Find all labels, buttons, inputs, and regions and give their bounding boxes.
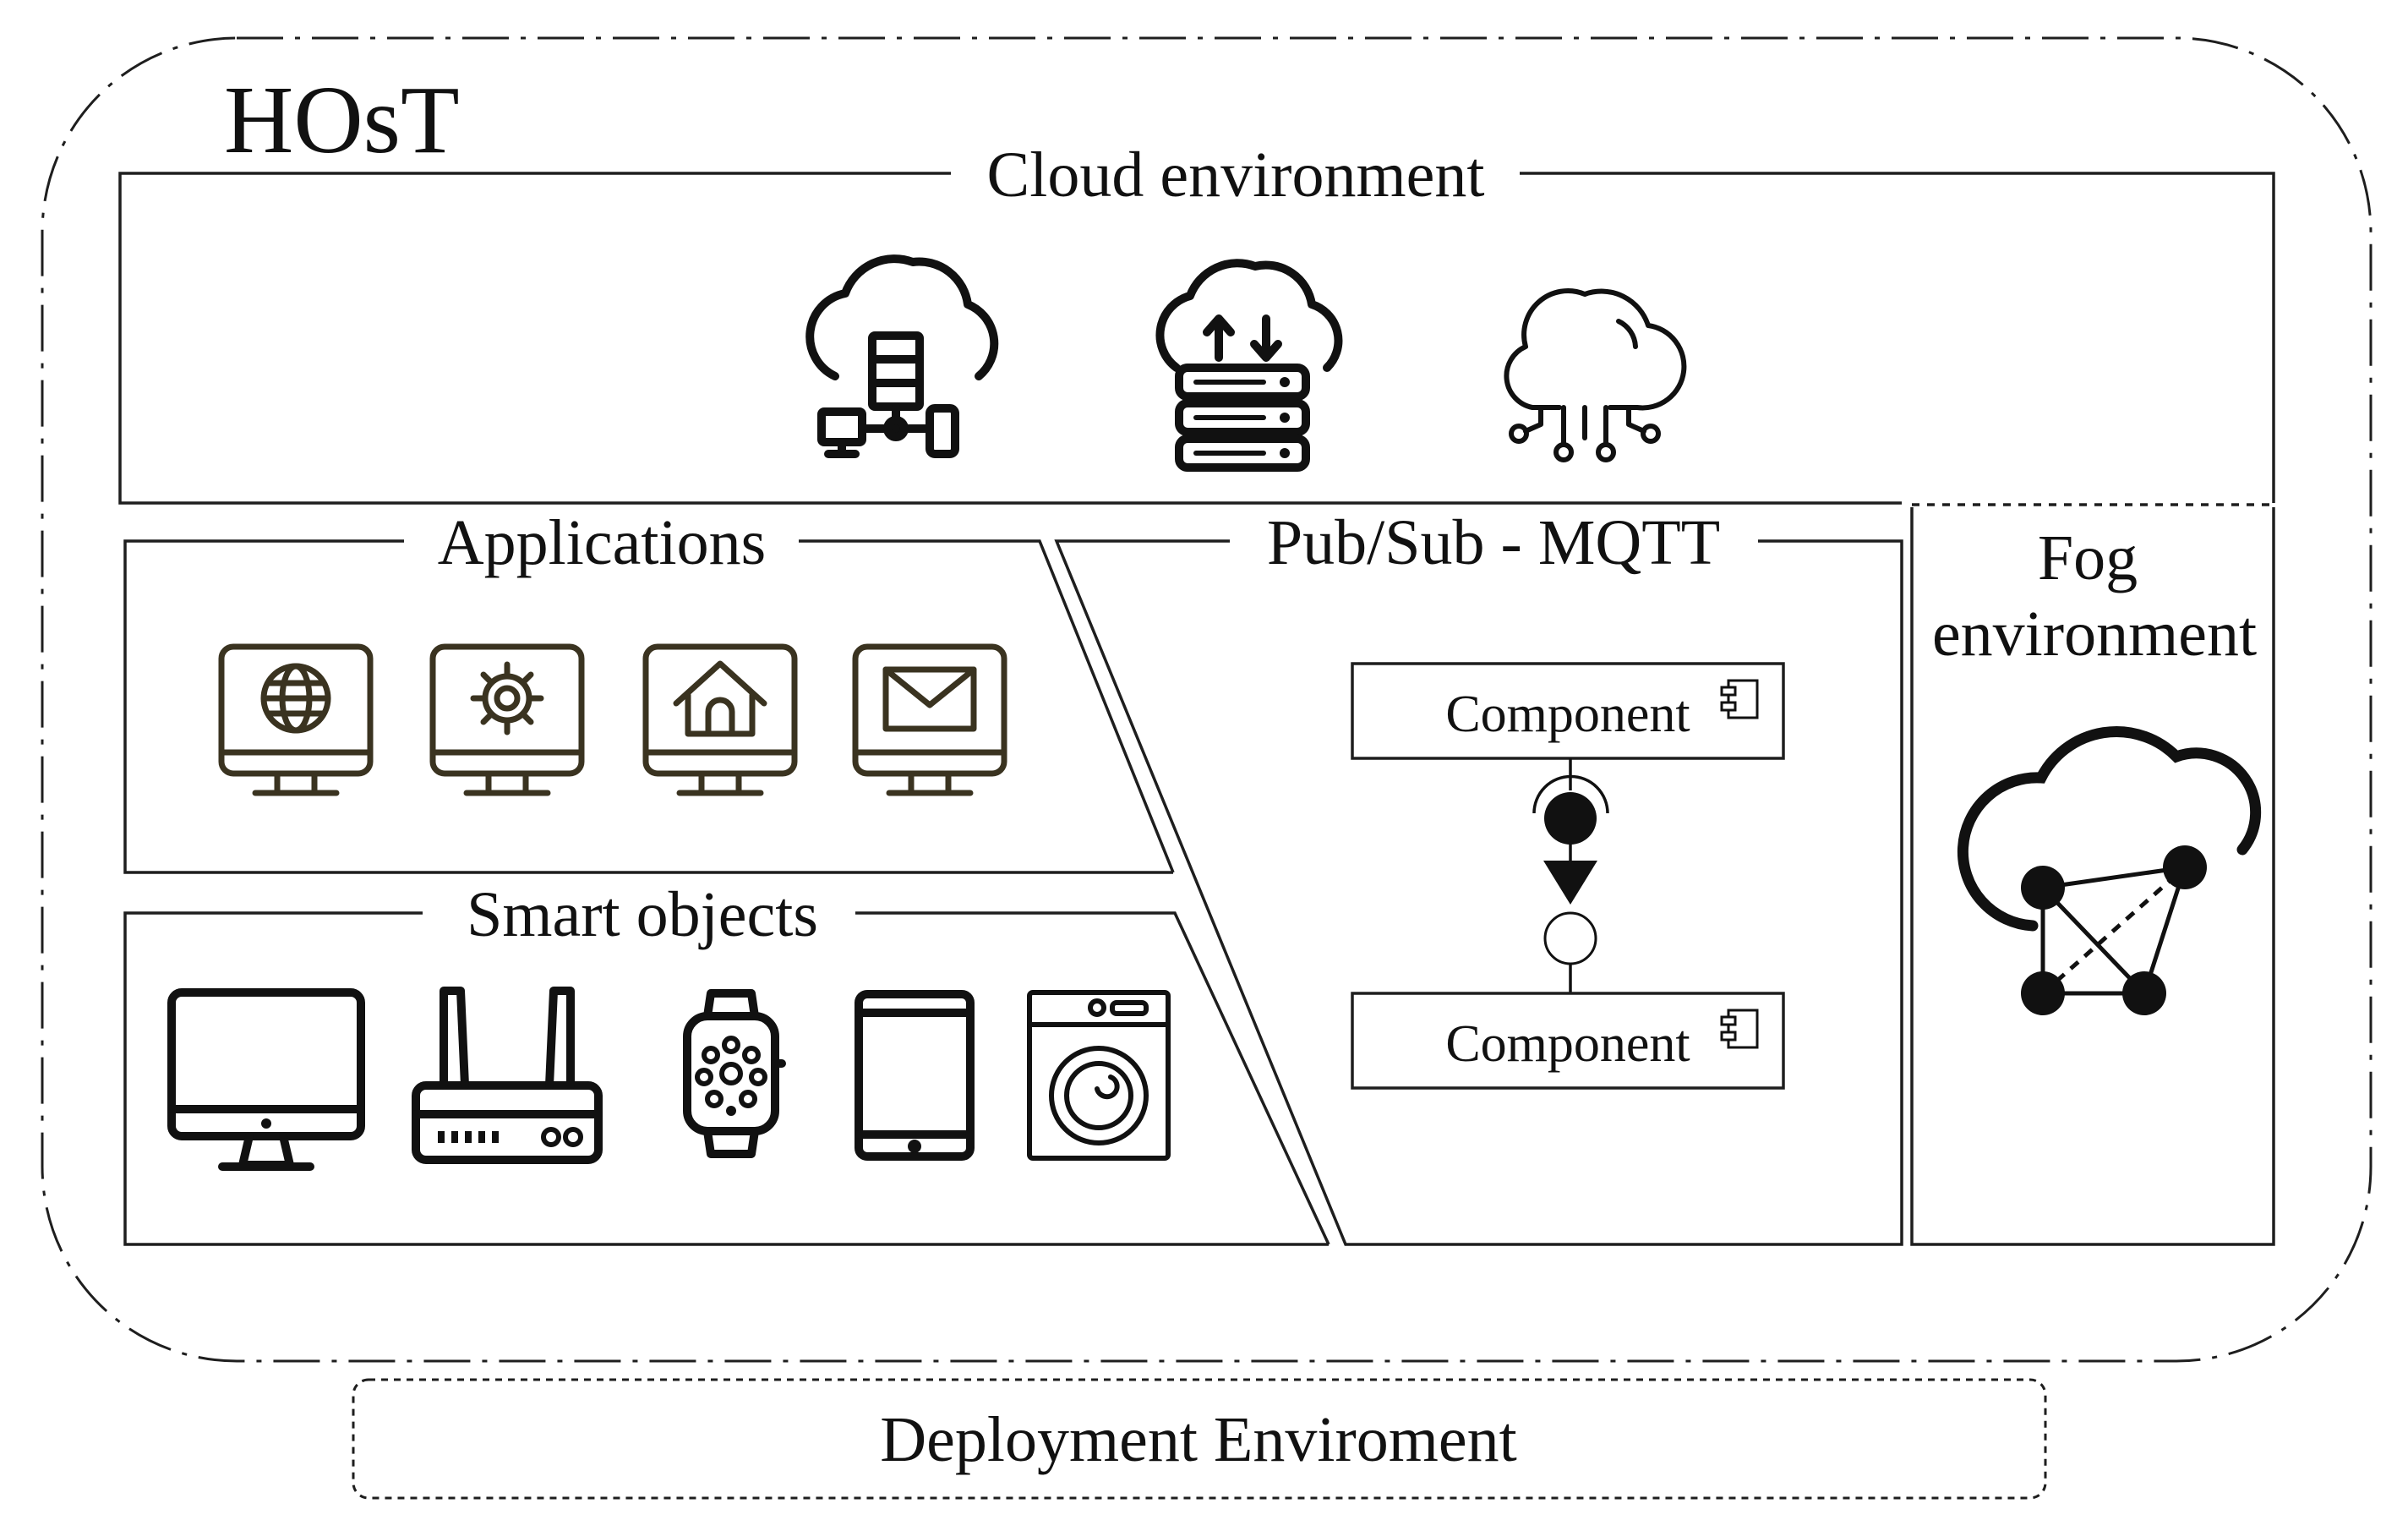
flow-arrowhead — [1543, 861, 1597, 905]
monitor-gear-icon — [429, 643, 585, 796]
smartwatch-icon — [683, 989, 786, 1158]
host-boundary — [41, 36, 2373, 1363]
fog-cloud-network-icon — [1957, 726, 2262, 1015]
provided-interface-ball — [1544, 792, 1597, 845]
fog-label-line2: environment — [1932, 599, 2257, 670]
mqtt-interface-connector — [1532, 758, 1609, 993]
fog-label-line1: Fog — [2038, 522, 2138, 593]
cloud-environment: Cloud environment — [118, 139, 2275, 505]
component-bottom-label: Component — [1445, 1015, 1690, 1073]
cloud-upload-download-server-icon — [1155, 259, 1343, 472]
pubsub-mqtt-label: Pub/Sub - MQTT — [1267, 507, 1720, 578]
cloud-server-network-icon — [805, 254, 999, 458]
cloud-environment-label: Cloud environment — [987, 139, 1485, 211]
smart-objects-label: Smart objects — [467, 879, 818, 950]
smart-objects-section: Smart objects — [123, 879, 1330, 1246]
fog-environment-section: Fog environment — [1910, 503, 2275, 1246]
monitor-globe-icon — [218, 643, 374, 796]
wifi-router-icon — [412, 987, 603, 1164]
monitor-mail-icon — [852, 643, 1007, 796]
tablet-icon — [855, 990, 975, 1161]
applications-section: Applications — [123, 507, 1175, 874]
uml-component-icon — [1720, 679, 1759, 719]
required-interface-circle — [1543, 911, 1597, 965]
deployment-environment: Deployment Enviroment — [352, 1378, 2047, 1500]
component-box-bottom: Component — [1351, 992, 1785, 1090]
washing-machine-icon — [1027, 990, 1171, 1161]
pubsub-mqtt-section: Pub/Sub - MQTT Component Component — [1054, 507, 1903, 1246]
host-title: HOsT — [224, 66, 460, 173]
applications-label: Applications — [438, 507, 766, 578]
deployment-label: Deployment Enviroment — [880, 1404, 1517, 1475]
uml-component-icon — [1720, 1009, 1759, 1049]
component-box-top: Component — [1351, 662, 1785, 760]
desktop-monitor-icon — [167, 988, 365, 1171]
component-top-label: Component — [1445, 686, 1690, 743]
cloud-circuit-icon — [1504, 288, 1687, 462]
monitor-home-icon — [642, 643, 798, 796]
